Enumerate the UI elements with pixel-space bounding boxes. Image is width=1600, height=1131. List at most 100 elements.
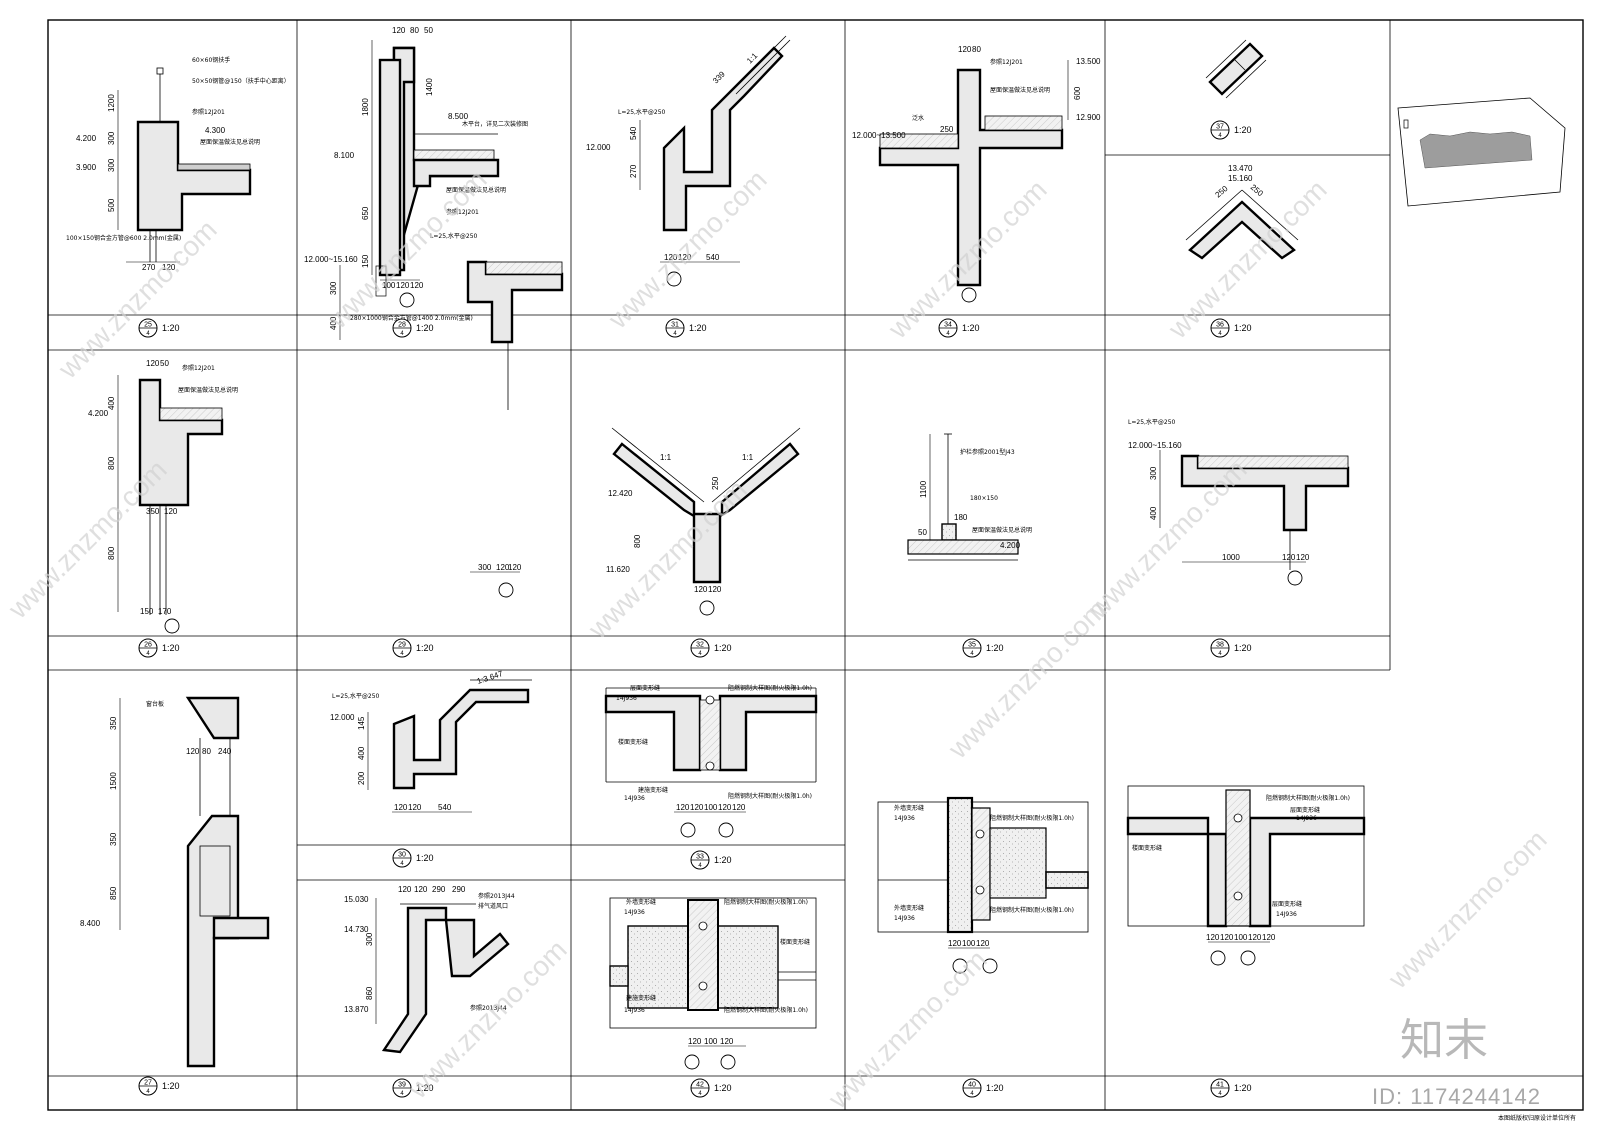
dim-33-c: 120 xyxy=(398,885,412,894)
dim-28-e: 120 xyxy=(392,26,406,35)
detail-40: 外墙变形缝 14J936 阻燃钢制大样图(耐火极限1.0h) 外墙变形缝 14J… xyxy=(877,796,1089,974)
note-29-1: L=25,水平@250 xyxy=(430,232,478,240)
detail-41: 阻燃钢制大样图(耐火极限1.0h) 层面变形缝 14J936 楼面变形缝 层面变… xyxy=(1126,785,1366,966)
dim-25-c: 300 xyxy=(107,158,116,172)
dim-27-d: 850 xyxy=(109,886,118,900)
dim-30-d: 120 xyxy=(394,803,408,812)
dim-28-b: 1400 xyxy=(425,78,434,96)
detail-scale-36: 1:20 xyxy=(1234,323,1252,333)
detail-sheet-38: 4 xyxy=(1218,651,1222,657)
elev-25-a: 4.200 xyxy=(76,134,97,143)
dim-31-c: 339 xyxy=(711,69,727,85)
note-42-4: 楼面变形缝 xyxy=(780,938,810,946)
dim-25-b: 300 xyxy=(107,131,116,145)
dim-28-g: 50 xyxy=(424,26,433,35)
elev-32-a: 12.420 xyxy=(608,489,633,498)
dim-31-d: 120 xyxy=(664,253,678,262)
note-28-2: 屋面保温做法见总说明 xyxy=(446,186,506,194)
detail-26: 400 800 800 4.200 120 50 350 120 150 170… xyxy=(88,359,238,634)
detail-sheet-34: 4 xyxy=(946,331,950,337)
dim-38-b: 400 xyxy=(1149,506,1158,520)
detail-title-36: 36 4 1:20 xyxy=(1210,318,1252,338)
note-26-2: 屋面保温做法见总说明 xyxy=(178,386,238,394)
elev-26: 4.200 xyxy=(88,409,109,418)
note-25-3: 参照12J201 xyxy=(192,108,225,116)
detail-number-40: 40 xyxy=(968,1082,976,1089)
dim-39-d: 120 xyxy=(718,803,732,812)
dim-27-e: 120 xyxy=(186,747,200,756)
dim-32-b: 250 xyxy=(711,476,720,490)
note-42-5: 建施变形缝 xyxy=(626,994,656,1002)
detail-scale-31: 1:20 xyxy=(689,323,707,333)
detail-number-31: 31 xyxy=(671,322,679,329)
dim-39-a: 120 xyxy=(676,803,690,812)
note-40-4: 外墙变形缝 xyxy=(894,904,924,912)
detail-number-36: 36 xyxy=(1216,322,1224,329)
note-39-4: 楼面变形缝 xyxy=(618,738,648,746)
note-34-3: 泛水 xyxy=(912,114,924,122)
dim-39-c: 100 xyxy=(704,803,718,812)
dim-33-a: 300 xyxy=(365,932,374,946)
detail-sheet-25: 4 xyxy=(146,331,150,337)
detail-number-30: 30 xyxy=(398,852,406,859)
dim-25-f: 120 xyxy=(162,263,176,272)
detail-number-27: 27 xyxy=(144,1080,152,1087)
dim-38-d: 120 xyxy=(1282,553,1296,562)
dim-27-c: 350 xyxy=(109,832,118,846)
detail-31: 540 270 12.000 339 L=25,水平@250 1:1 120 1… xyxy=(586,35,791,287)
dim-41-c: 100 xyxy=(1234,933,1248,942)
dim-27-f: 80 xyxy=(202,747,211,756)
note-41-2: 层面变形缝 xyxy=(1290,806,1320,814)
detail-34: 600 13.500 12.900 12.000~13.500 250 120 … xyxy=(852,45,1101,303)
detail-sheet-31: 4 xyxy=(673,331,677,337)
detail-sheet-36: 4 xyxy=(1218,331,1222,337)
dim-25-a: 1200 xyxy=(107,94,116,112)
dim-25-e: 270 xyxy=(142,263,156,272)
detail-title-31: 31 4 1:20 xyxy=(665,318,707,338)
dim-35-b: 180 xyxy=(954,513,968,522)
watermark-repeat-5: www.znzmo.com xyxy=(1162,174,1333,345)
detail-sheet-29: 4 xyxy=(400,651,404,657)
elev-32-b: 11.620 xyxy=(606,565,630,574)
note-39-7: 阻燃钢制大样图(耐火极限1.0h) xyxy=(728,792,812,800)
detail-sheet-37: 4 xyxy=(1218,133,1222,139)
elev-38: 12.000~15.160 xyxy=(1128,441,1182,450)
dim-29-a: 300 xyxy=(329,281,338,295)
note-41-1: 阻燃钢制大样图(耐火极限1.0h) xyxy=(1266,794,1350,802)
note-41-6: 14J936 xyxy=(1276,911,1297,918)
dim-26-e: 50 xyxy=(160,359,169,368)
dim-28-c: 650 xyxy=(361,206,370,220)
dim-38-a: 300 xyxy=(1149,466,1158,480)
detail-scale-28: 1:20 xyxy=(416,323,434,333)
note-35-3: 屋面保温做法见总说明 xyxy=(972,526,1032,534)
detail-scale-41: 1:20 xyxy=(1234,1083,1252,1093)
dim-26-h: 150 xyxy=(140,607,154,616)
detail-number-35: 35 xyxy=(968,642,976,649)
detail-number-41: 41 xyxy=(1216,1082,1224,1089)
detail-sheet-35: 4 xyxy=(970,651,974,657)
detail-38: 300 400 12.000~15.160 L=25,水平@250 1000 1… xyxy=(1128,418,1350,586)
note-38-1: L=25,水平@250 xyxy=(1128,418,1176,426)
detail-scale-29: 1:20 xyxy=(416,643,434,653)
dim-34-a: 600 xyxy=(1073,86,1082,100)
dim-39-e: 120 xyxy=(732,803,746,812)
note-39-2: 14J936 xyxy=(616,695,637,702)
detail-number-34: 34 xyxy=(944,322,952,329)
dim-33-f: 290 xyxy=(452,885,466,894)
detail-scale-33: 1:20 xyxy=(714,855,732,865)
dim-31-a: 540 xyxy=(629,126,638,140)
note-40-2: 14J936 xyxy=(894,815,915,822)
dim-26-b: 800 xyxy=(107,456,116,470)
detail-sheet-41: 4 xyxy=(1218,1091,1222,1097)
